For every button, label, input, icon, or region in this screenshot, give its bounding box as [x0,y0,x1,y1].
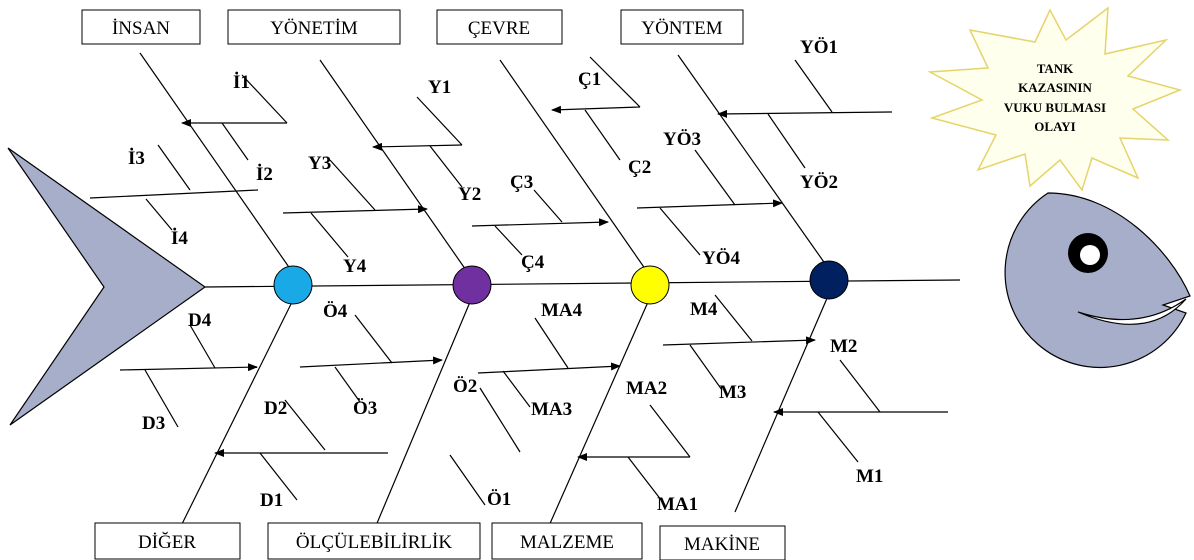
effect-line-2: KAZASININ [1018,80,1092,95]
cause-c4: Ç4 [521,252,545,273]
cause-m2: M2 [830,336,857,357]
cause-i3: İ3 [128,148,145,169]
cause-y1: Y1 [428,77,451,98]
cause-m4: M4 [690,299,718,320]
cause-m1: M1 [856,466,883,487]
cause-i1: İ1 [233,72,250,93]
cause-o1: Ö1 [487,489,511,510]
cause-d2: D2 [264,398,287,419]
category-box-yontem: YÖNTEM [620,9,744,45]
cause-d3: D3 [142,413,165,434]
node-yonetim-olculebilirlik [452,265,492,305]
svg-text:ÖLÇÜLEBİLİRLİK: ÖLÇÜLEBİLİRLİK [296,532,452,553]
svg-text:YÖNTEM: YÖNTEM [641,18,722,39]
sub-bones [89,56,948,506]
fish-mouth [1077,298,1187,325]
cause-d4: D4 [188,310,212,331]
category-box-makine: MAKİNE [659,525,786,560]
cause-i4: İ4 [171,228,188,249]
svg-text:İNSAN: İNSAN [112,18,170,39]
cause-o2: Ö2 [453,376,477,397]
fish-tail [7,147,207,426]
cause-y3: Y3 [308,153,331,174]
category-box-malzeme: MALZEME [491,522,643,560]
cause-ma3: MA3 [531,399,572,420]
cause-i2: İ2 [256,164,273,185]
fish-head [1004,192,1191,368]
category-box-yonetim: YÖNETİM [227,9,401,45]
svg-text:MALZEME: MALZEME [520,532,614,553]
cause-c1: Ç1 [578,69,601,90]
cause-y2: Y2 [458,184,481,205]
category-box-insan: İNSAN [81,9,201,45]
category-box-diger: DİĞER [94,522,241,560]
cause-yo2: YÖ2 [800,172,838,193]
cause-m3: M3 [719,382,746,403]
node-insan-diger [273,265,313,305]
cause-yo3: YÖ3 [663,129,701,150]
effect-line-3: VUKU BULMASI [1004,100,1106,115]
svg-text:MAKİNE: MAKİNE [684,534,760,555]
effect-starburst: TANK KAZASININ VUKU BULMASI OLAYI [927,6,1183,192]
svg-text:DİĞER: DİĞER [138,531,196,553]
node-cevre-malzeme [630,265,670,305]
cause-yo1: YÖ1 [800,37,838,58]
cause-d1: D1 [260,490,283,511]
cause-ma2: MA2 [626,378,667,399]
category-box-cevre: ÇEVRE [436,9,563,45]
cause-ma4: MA4 [541,300,583,321]
main-bones [139,52,829,529]
svg-text:ÇEVRE: ÇEVRE [468,18,530,39]
cause-yo4: YÖ4 [702,248,741,269]
cause-c2: Ç2 [628,157,651,178]
svg-text:YÖNETİM: YÖNETİM [270,18,358,39]
effect-line-4: OLAYI [1034,119,1075,134]
category-box-olculebilirlik: ÖLÇÜLEBİLİRLİK [267,522,481,560]
cause-y4: Y4 [343,256,367,277]
node-yontem-makine [809,260,849,300]
cause-ma1: MA1 [657,494,698,515]
cause-o4: Ö4 [323,301,348,322]
cause-o3: Ö3 [353,398,377,419]
effect-line-1: TANK [1037,61,1074,76]
cause-c3: Ç3 [510,172,533,193]
